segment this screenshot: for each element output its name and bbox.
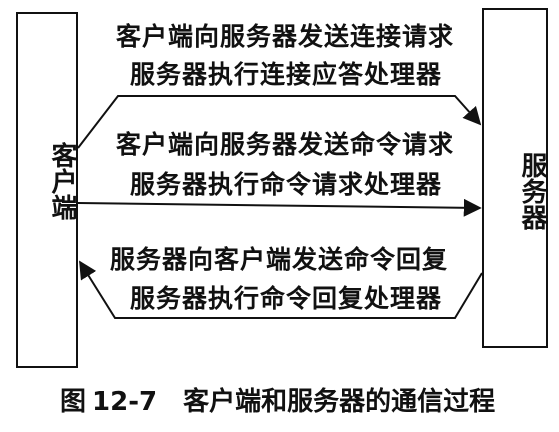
command-request-handler-text: 服务器执行命令请求处理器 <box>130 170 443 199</box>
server-box: 服务器 <box>482 8 548 348</box>
command-request-send-text: 客户端向服务器发送命令请求 <box>116 130 455 159</box>
figure-label: 图 <box>60 387 87 417</box>
client-label: 客户端 <box>47 142 77 220</box>
figure-number: 12-7 <box>92 387 158 417</box>
command-reply-arrow <box>79 260 483 319</box>
connect-request-send-text: 客户端向服务器发送连接请求 <box>116 22 455 51</box>
figure-title: 客户端和服务器的通信过程 <box>183 387 496 417</box>
connect-request-arrow <box>77 95 482 149</box>
command-reply-handler-text: 服务器执行命令回复处理器 <box>130 284 443 313</box>
command-request-arrow <box>77 198 482 217</box>
command-reply-send-text: 服务器向客户端发送命令回复 <box>110 245 449 274</box>
client-box: 客户端 <box>16 12 78 368</box>
server-label: 服务器 <box>517 152 547 230</box>
connect-request-handler-text: 服务器执行连接应答处理器 <box>130 60 443 89</box>
